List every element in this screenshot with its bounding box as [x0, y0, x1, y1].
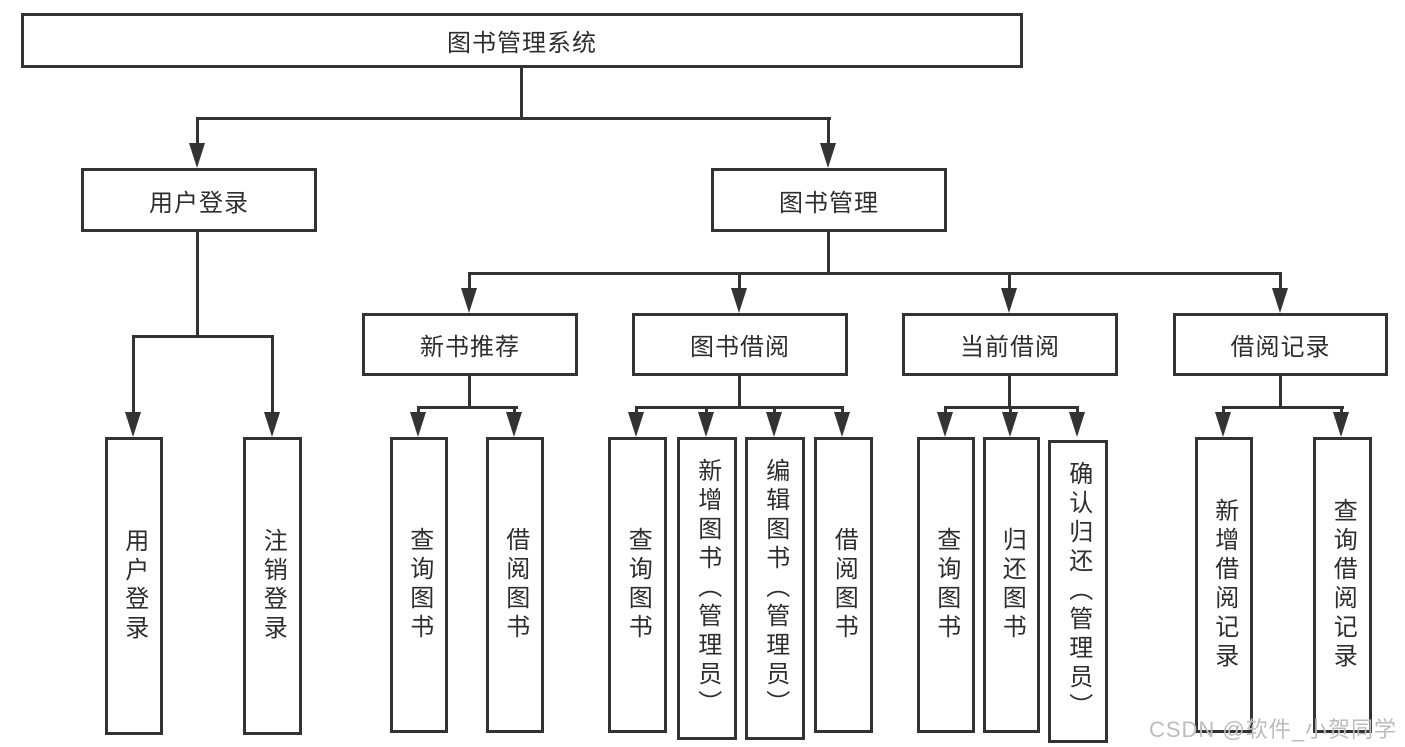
arrowhead-bw2: [698, 412, 714, 437]
leaf-newbook-query-books-label: 查询图书: [405, 527, 433, 643]
node-new-book-recommend-label: 新书推荐: [420, 334, 520, 361]
arrowhead-records: [1272, 288, 1288, 313]
connector-records-bar: [1222, 406, 1344, 409]
connector-bookmgmt-stem: [827, 232, 830, 275]
connector-drop-bw3: [773, 406, 776, 415]
leaf-borrow-borrow-books: 借阅图书: [814, 437, 873, 733]
leaf-records-add-record: 新增借阅记录: [1195, 437, 1253, 733]
arrowhead-rc1: [1215, 412, 1231, 437]
arrowhead-nb2: [506, 412, 522, 437]
leaf-current-query-books: 查询图书: [917, 437, 975, 733]
connector-borrow-bar: [635, 406, 844, 409]
connector-borrow-stem: [738, 376, 741, 409]
leaf-user-login-label: 用户登录: [120, 528, 148, 644]
connector-drop-nb1: [417, 406, 420, 415]
connector-drop-bw2: [705, 406, 708, 415]
node-borrow-records-label: 借阅记录: [1230, 334, 1331, 361]
arrowhead-cu1: [937, 412, 953, 437]
connector-drop-cu2: [1009, 406, 1012, 415]
node-user-login: 用户登录: [81, 168, 317, 232]
connector-drop-cu1: [944, 406, 947, 415]
arrowhead-current: [1001, 288, 1017, 313]
leaf-borrow-add-books-admin: 新增图书（管理员）: [677, 437, 737, 740]
arrowhead-borrow: [731, 288, 747, 313]
leaf-current-confirm-return-admin-label: 确认归还（管理员）: [1064, 461, 1092, 722]
arrowhead-cu2: [1002, 412, 1018, 437]
connector-login-bar: [132, 335, 274, 338]
connector-current-stem: [1008, 376, 1011, 409]
arrowhead-nb1: [410, 412, 426, 437]
arrowhead-bw3: [766, 412, 782, 437]
arrowhead-logout: [264, 412, 280, 437]
node-borrow-records: 借阅记录: [1173, 313, 1388, 376]
connector-drop-rc2: [1340, 406, 1343, 415]
leaf-newbook-borrow-books: 借阅图书: [486, 437, 544, 733]
arrowhead-bookmgmt: [820, 143, 836, 168]
leaf-borrow-query-books: 查询图书: [608, 437, 667, 733]
connector-drop-bookmgmt: [827, 117, 830, 154]
leaf-current-query-books-label: 查询图书: [932, 527, 960, 643]
node-current-borrowing-label: 当前借阅: [960, 334, 1060, 361]
connector-drop-logout: [271, 335, 274, 415]
connector-drop-newbook: [468, 272, 471, 292]
leaf-newbook-borrow-books-label: 借阅图书: [501, 527, 529, 643]
leaf-records-query-record: 查询借阅记录: [1313, 437, 1372, 733]
leaf-borrow-query-books-label: 查询图书: [624, 527, 652, 643]
node-root-label: 图书管理系统: [447, 30, 597, 57]
leaf-borrow-edit-books-admin: 编辑图书（管理员）: [745, 437, 805, 740]
arrowhead-newbook: [461, 288, 477, 313]
connector-login-stem: [196, 232, 199, 338]
leaf-current-return-books-label: 归还图书: [998, 527, 1026, 643]
leaf-user-login: 用户登录: [105, 437, 163, 735]
arrowhead-login: [189, 143, 205, 168]
connector-drop-cu3: [1076, 406, 1079, 415]
node-current-borrowing: 当前借阅: [902, 313, 1118, 376]
connector-root-stem: [520, 66, 523, 120]
connector-drop-bw1: [635, 406, 638, 415]
connector-newbook-bar: [417, 406, 518, 409]
leaf-logout-label: 注销登录: [259, 528, 287, 644]
node-user-login-label: 用户登录: [149, 189, 249, 217]
connector-drop-userlogin: [132, 335, 135, 415]
connector-records-stem: [1279, 376, 1282, 409]
node-book-management: 图书管理: [711, 168, 947, 232]
connector-drop-borrow: [738, 272, 741, 292]
arrowhead-bw4: [834, 412, 850, 437]
connector-root-bar: [196, 117, 831, 120]
leaf-borrow-add-books-admin-label: 新增图书（管理员）: [693, 458, 721, 719]
leaf-borrow-borrow-books-label: 借阅图书: [830, 527, 858, 643]
node-root-library-system: 图书管理系统: [21, 13, 1023, 68]
node-new-book-recommend: 新书推荐: [362, 313, 578, 376]
leaf-current-return-books: 归还图书: [983, 437, 1040, 733]
connector-drop-nb2: [513, 406, 516, 415]
leaf-borrow-edit-books-admin-label: 编辑图书（管理员）: [761, 458, 789, 719]
arrowhead-cu3: [1069, 412, 1085, 437]
leaf-logout: 注销登录: [243, 437, 302, 735]
connector-drop-bw4: [841, 406, 844, 415]
arrowhead-rc2: [1333, 412, 1349, 437]
leaf-records-add-record-label: 新增借阅记录: [1210, 498, 1238, 672]
connector-drop-rc1: [1222, 406, 1225, 415]
connector-drop-login: [196, 117, 199, 154]
leaf-current-confirm-return-admin: 确认归还（管理员）: [1048, 440, 1108, 743]
node-book-management-label: 图书管理: [779, 189, 879, 217]
connector-drop-current: [1008, 272, 1011, 292]
arrowhead-userlogin: [125, 412, 141, 437]
leaf-newbook-query-books: 查询图书: [390, 437, 448, 733]
connector-drop-records: [1279, 272, 1282, 292]
connector-newbook-stem: [468, 376, 471, 409]
connector-bookmgmt-bar: [468, 272, 1282, 275]
leaf-records-query-record-label: 查询借阅记录: [1329, 498, 1357, 672]
arrowhead-bw1: [628, 412, 644, 437]
csdn-watermark: CSDN @软件_小贺同学: [1148, 717, 1397, 742]
node-book-borrowing: 图书借阅: [632, 313, 848, 376]
node-book-borrowing-label: 图书借阅: [690, 334, 790, 361]
